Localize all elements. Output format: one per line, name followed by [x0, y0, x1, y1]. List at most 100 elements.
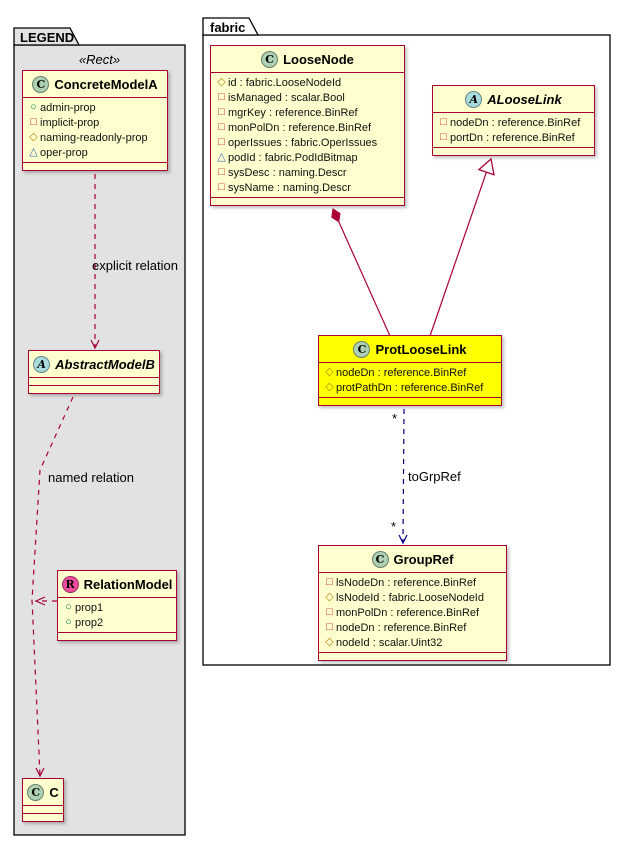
attribute-text: operIssues : fabric.OperIssues [228, 136, 378, 149]
edge-label-togrpref: toGrpRef [408, 469, 461, 484]
named-relation-arrowhead [35, 767, 45, 778]
square-visibility-icon [27, 115, 40, 130]
attribute-text: admin-prop [40, 101, 96, 114]
class-box-loose-node: C LooseNode id : fabric.LooseNodeId isMan… [210, 45, 405, 206]
square-visibility-icon [215, 135, 228, 150]
diamond-visibility-icon [323, 635, 336, 650]
class-name: RelationModel [83, 576, 173, 592]
attribute-row: nodeId : scalar.Uint32 [319, 635, 506, 650]
composition-line [338, 221, 391, 337]
attribute-row: nodeDn : reference.BinRef [319, 620, 506, 635]
class-header: C C [23, 779, 63, 805]
square-visibility-icon [323, 575, 336, 590]
class-methods-empty [433, 147, 594, 155]
attribute-row: portDn : reference.BinRef [433, 130, 594, 145]
circle-visibility-icon [62, 615, 75, 630]
diamond-visibility-icon [323, 590, 336, 605]
attribute-text: sysDesc : naming.Descr [228, 166, 347, 179]
attribute-row: sysDesc : naming.Descr [211, 165, 404, 180]
class-header: C GroupRef [319, 546, 506, 572]
class-header: R RelationModel [58, 571, 176, 597]
class-attributes: prop1prop2 [58, 597, 176, 632]
attribute-row: prop2 [58, 615, 176, 630]
class-name: LooseNode [283, 51, 354, 67]
relation-class-spot-icon: R [61, 575, 79, 593]
class-methods-empty [211, 197, 404, 205]
class-spot-icon: C [27, 783, 45, 801]
class-box-prot-loose-link: C ProtLooseLink nodeDn : reference.BinRe… [318, 335, 502, 406]
attribute-row: mgrKey : reference.BinRef [211, 105, 404, 120]
attribute-text: implicit-prop [40, 116, 100, 129]
class-box-relation-model: R RelationModel prop1prop2 [57, 570, 177, 641]
class-spot-icon: C [261, 50, 279, 68]
attribute-text: portDn : reference.BinRef [450, 131, 575, 144]
square-visibility-icon [215, 180, 228, 195]
class-attributes: nodeDn : reference.BinRefprotPathDn : re… [319, 362, 501, 397]
attribute-text: id : fabric.LooseNodeId [228, 76, 342, 89]
class-box-group-ref: C GroupRef lsNodeDn : reference.BinRefls… [318, 545, 507, 661]
attribute-row: lsNodeDn : reference.BinRef [319, 575, 506, 590]
attribute-row: sysName : naming.Descr [211, 180, 404, 195]
relation-model-link-arrowhead [34, 596, 46, 606]
attribute-row: id : fabric.LooseNodeId [211, 75, 404, 90]
attribute-text: mgrKey : reference.BinRef [228, 106, 358, 119]
attribute-row: oper-prop [23, 145, 167, 160]
attribute-text: isManaged : scalar.Bool [228, 91, 345, 104]
class-methods-empty [319, 652, 506, 660]
attribute-row: podId : fabric.PodIdBitmap [211, 150, 404, 165]
class-attributes: lsNodeDn : reference.BinReflsNodeId : fa… [319, 572, 506, 652]
diamond-visibility-icon [27, 130, 40, 145]
attribute-text: nodeId : scalar.Uint32 [336, 636, 443, 649]
composition-diamond [331, 208, 341, 223]
class-box-c: C C [22, 778, 64, 822]
attribute-text: sysName : naming.Descr [228, 181, 351, 194]
diamond-visibility-icon [323, 365, 336, 380]
explicit-relation-arrowhead [90, 339, 100, 350]
attribute-row: nodeDn : reference.BinRef [433, 115, 594, 130]
class-methods-empty [58, 632, 176, 640]
class-box-concrete-model-a: C ConcreteModelA admin-prop implicit-prop… [22, 70, 168, 171]
edge-label-named-relation: named relation [48, 470, 134, 485]
generalization-line [429, 172, 487, 337]
attribute-row: admin-prop [23, 100, 167, 115]
fabric-package-title: fabric [210, 20, 246, 35]
class-attributes: id : fabric.LooseNodeId isManaged : scala… [211, 72, 404, 197]
triangle-visibility-icon [27, 145, 40, 160]
class-name: ConcreteModelA [54, 76, 158, 92]
attribute-text: lsNodeId : fabric.LooseNodeId [336, 591, 484, 604]
attribute-row: operIssues : fabric.OperIssues [211, 135, 404, 150]
triangle-visibility-icon [215, 150, 228, 165]
class-attributes-empty [29, 377, 159, 385]
attribute-row: naming-readonly-prop [23, 130, 167, 145]
attribute-text: protPathDn : reference.BinRef [336, 381, 484, 394]
class-attributes-empty [23, 805, 63, 813]
square-visibility-icon [323, 605, 336, 620]
attribute-row: prop1 [58, 600, 176, 615]
circle-visibility-icon [27, 100, 40, 115]
class-methods-empty [29, 385, 159, 393]
attribute-row: lsNodeId : fabric.LooseNodeId [319, 590, 506, 605]
class-header: A ALooseLink [433, 86, 594, 112]
class-box-a-loose-link: A ALooseLink nodeDn : reference.BinRef po… [432, 85, 595, 156]
diamond-visibility-icon [323, 380, 336, 395]
generalization-triangle [477, 157, 495, 176]
class-header: C ConcreteModelA [23, 71, 167, 97]
class-attributes: admin-prop implicit-prop naming-readonly-p… [23, 97, 167, 162]
attribute-row: implicit-prop [23, 115, 167, 130]
edge-label-explicit-relation: explicit relation [92, 258, 178, 273]
attribute-text: oper-prop [40, 146, 88, 159]
attribute-text: nodeDn : reference.BinRef [450, 116, 581, 129]
class-spot-icon: C [371, 550, 389, 568]
multiplicity-target: * [391, 519, 397, 534]
abstract-class-spot-icon: A [33, 355, 51, 373]
class-header: C ProtLooseLink [319, 336, 501, 362]
class-methods-empty [23, 162, 167, 170]
attribute-text: naming-readonly-prop [40, 131, 148, 144]
attribute-row: nodeDn : reference.BinRef [319, 365, 501, 380]
attribute-row: monPolDn : reference.BinRef [211, 120, 404, 135]
class-header: A AbstractModelB [29, 351, 159, 377]
attribute-text: prop2 [75, 616, 104, 629]
square-visibility-icon [437, 115, 450, 130]
legend-stereotype: «Rect» [78, 52, 121, 67]
